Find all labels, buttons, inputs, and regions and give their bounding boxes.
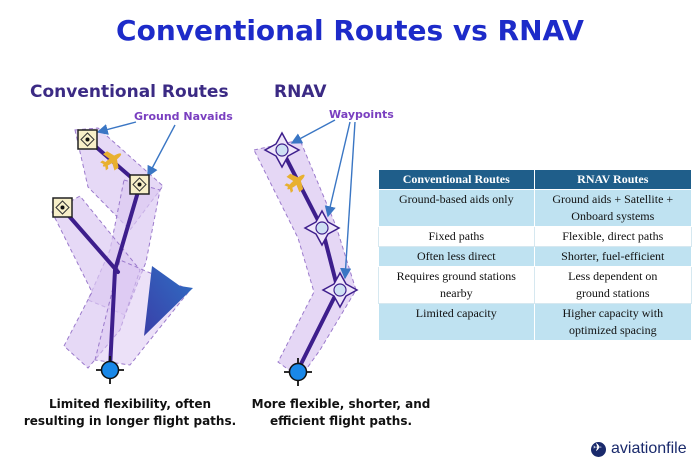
conventional-caption: Limited flexibility, often resulting in … (23, 397, 237, 428)
navaid-icon (129, 174, 150, 195)
table-cell: Shorter, fuel-efficient (533, 246, 693, 267)
comparison-table: Conventional Routes RNAV Routes Ground-b… (378, 169, 693, 341)
airport-icon (96, 356, 124, 384)
table-cell: Often less direct (378, 246, 535, 267)
rnav-corridor (253, 139, 357, 379)
table-cell: Ground-based aids only (378, 189, 535, 227)
waypoint-icon (263, 131, 301, 169)
brand-logo: aviationfile (591, 440, 687, 458)
navaid-icon (77, 129, 98, 150)
table-header-row: Conventional Routes RNAV Routes (378, 169, 693, 190)
table-cell: Fixed paths (378, 226, 535, 247)
conventional-heading: Conventional Routes (30, 82, 229, 102)
column-header-rnav: RNAV Routes (533, 169, 693, 190)
waypoints-callout-arrows (290, 119, 356, 280)
table-row: Often less direct Shorter, fuel-efficien… (378, 246, 693, 267)
table-row: Fixed paths Flexible, direct paths (378, 226, 693, 247)
table-cell: Limited capacity (378, 303, 535, 341)
table-cell: Flexible, direct paths (533, 226, 693, 247)
navaids-callout-arrows (96, 121, 176, 178)
ground-navaids-callout: Ground Navaids (134, 110, 233, 123)
table-cell: Ground aids + Satellite +Onboard systems (533, 189, 693, 227)
airport-icon (284, 358, 312, 386)
waypoint-icon (303, 209, 341, 247)
column-header-conventional: Conventional Routes (378, 169, 535, 190)
convergence-fan (144, 266, 193, 336)
rnav-caption: More flexible, shorter, and efficient fl… (251, 397, 431, 428)
waypoints-callout: Waypoints (329, 108, 394, 121)
navaid-icon (52, 197, 73, 218)
airplane-icon (284, 173, 305, 193)
rnav-heading: RNAV (274, 82, 327, 102)
brand-logo-icon (591, 441, 606, 457)
page-title: Conventional Routes vs RNAV (116, 14, 584, 47)
waypoint-icon (321, 271, 359, 309)
brand-name: aviationfile (611, 440, 687, 457)
airplane-icon (100, 151, 122, 171)
table-row: Ground-based aids only Ground aids + Sat… (378, 189, 693, 227)
conventional-corridors (51, 127, 191, 369)
